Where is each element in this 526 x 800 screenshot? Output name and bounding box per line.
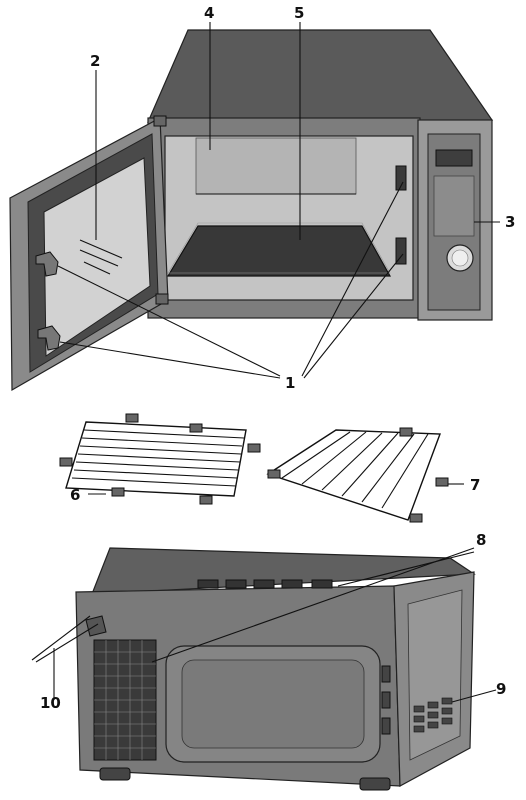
cavity-back-wall (195, 137, 357, 195)
callout-5: 5 (294, 4, 304, 22)
callout-7: 7 (470, 476, 480, 494)
cavity-floor-plate (166, 225, 392, 277)
wire-rack-6 (59, 413, 261, 505)
callout-1: 1 (285, 374, 295, 392)
callout-10: 10 (40, 694, 61, 712)
microwave-front-view (9, 29, 494, 392)
door-hook-upper (35, 251, 59, 277)
callout-labels: 1 2 3 4 5 6 7 8 9 10 (40, 4, 515, 712)
bottom-leader-lines (31, 547, 497, 703)
callout-3: 3 (505, 213, 515, 231)
callout-6: 6 (70, 486, 80, 504)
display-window (435, 149, 473, 167)
microwave-rear-view (75, 547, 476, 791)
cabinet-top (147, 29, 494, 123)
callout-4: 4 (204, 4, 214, 22)
door-hook-lower (37, 325, 61, 351)
door-latch-slot-lower (395, 237, 407, 265)
callout-2: 2 (90, 52, 100, 70)
callout-8: 8 (476, 531, 486, 549)
control-label-area (433, 175, 475, 237)
top-leader-lines (57, 22, 500, 379)
wire-rack-7 (266, 427, 464, 523)
door-latch-slot-upper (395, 165, 407, 191)
callout-9: 9 (496, 680, 506, 698)
